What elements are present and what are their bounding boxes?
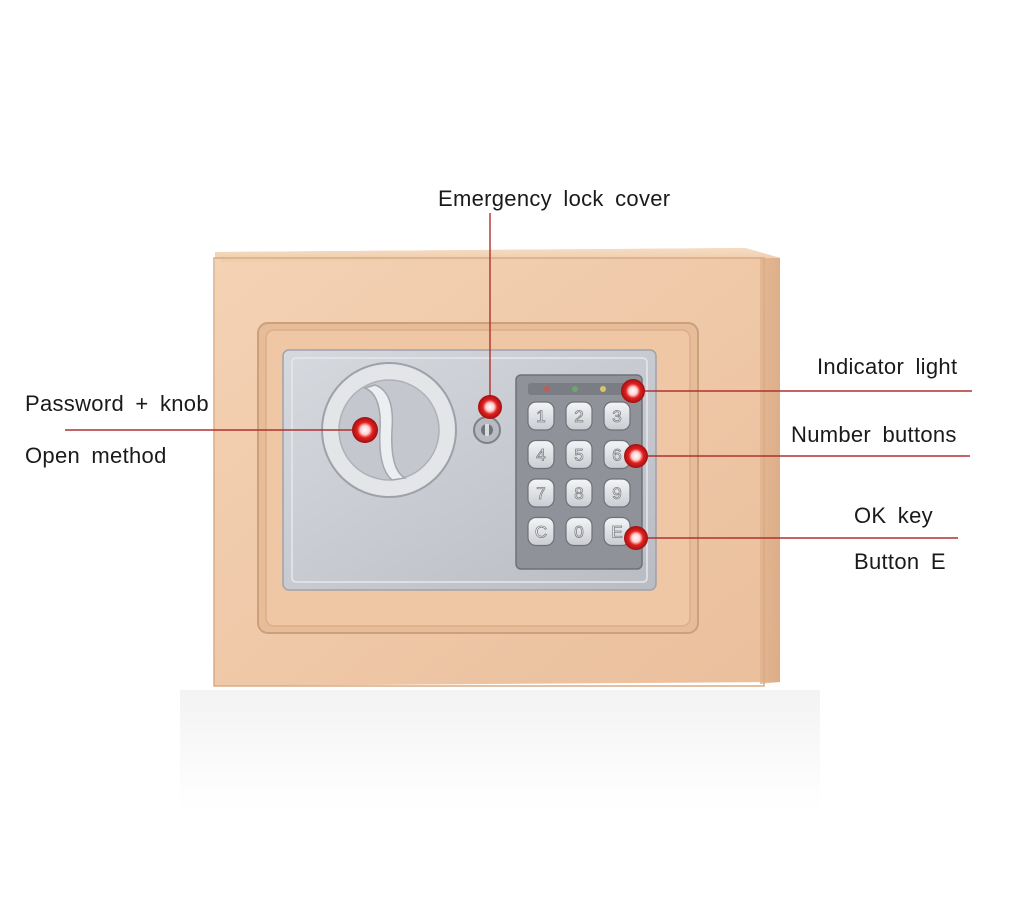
keypad-key-label: 0: [574, 523, 583, 542]
keypad-key-c[interactable]: C: [527, 516, 555, 547]
emergency-lock: [473, 416, 501, 444]
indicator-led-red: [544, 386, 550, 392]
label-indicator-light: Indicator light: [817, 354, 958, 379]
keypad-key-8[interactable]: 8: [565, 478, 593, 508]
marker-knob: [352, 417, 378, 443]
knob: [321, 362, 457, 498]
keypad-key-label: 8: [574, 484, 583, 503]
keypad-key-9[interactable]: 9: [603, 478, 631, 508]
floor-shadow: [180, 690, 820, 810]
indicator-led-yellow: [600, 386, 606, 392]
callout-lines: [65, 213, 972, 539]
callout-markers: [352, 379, 648, 550]
keypad-key-5[interactable]: 5: [565, 439, 593, 470]
keypad-key-4[interactable]: 4: [527, 439, 555, 470]
marker-number-buttons: [624, 444, 648, 468]
indicator-led-green: [572, 386, 578, 392]
marker-emergency-lock: [478, 395, 502, 419]
keypad-key-6[interactable]: 6: [603, 439, 631, 470]
keypad-key-0[interactable]: 0: [565, 516, 593, 547]
label-emergency-lock-cover: Emergency lock cover: [438, 186, 671, 211]
keypad-key-3[interactable]: 3: [603, 401, 631, 431]
keypad-key-e[interactable]: E: [603, 516, 631, 547]
keypad-key-label: 3: [612, 407, 621, 426]
keypad-key-2[interactable]: 2: [565, 401, 593, 431]
keypad-key-label: 5: [574, 446, 583, 465]
keypad-key-7[interactable]: 7: [527, 478, 555, 508]
label-open-method: Open method: [25, 443, 167, 468]
label-password-knob: Password + knob: [25, 391, 209, 416]
keypad-key-label: 7: [536, 484, 545, 503]
marker-indicator-light: [621, 379, 645, 403]
marker-ok-key: [624, 526, 648, 550]
keypad-key-label: 4: [536, 446, 545, 465]
label-ok-key: OK key: [854, 503, 933, 528]
keypad-key-label: C: [535, 523, 547, 542]
keypad-key-label: 6: [612, 446, 621, 465]
keypad-key-label: E: [611, 523, 622, 542]
keypad-key-1[interactable]: 1: [527, 401, 555, 431]
keypad-key-label: 1: [536, 407, 545, 426]
label-button-e: Button E: [854, 549, 946, 574]
label-number-buttons: Number buttons: [791, 422, 957, 447]
keypad-key-label: 9: [612, 484, 621, 503]
keypad-key-label: 2: [574, 407, 583, 426]
